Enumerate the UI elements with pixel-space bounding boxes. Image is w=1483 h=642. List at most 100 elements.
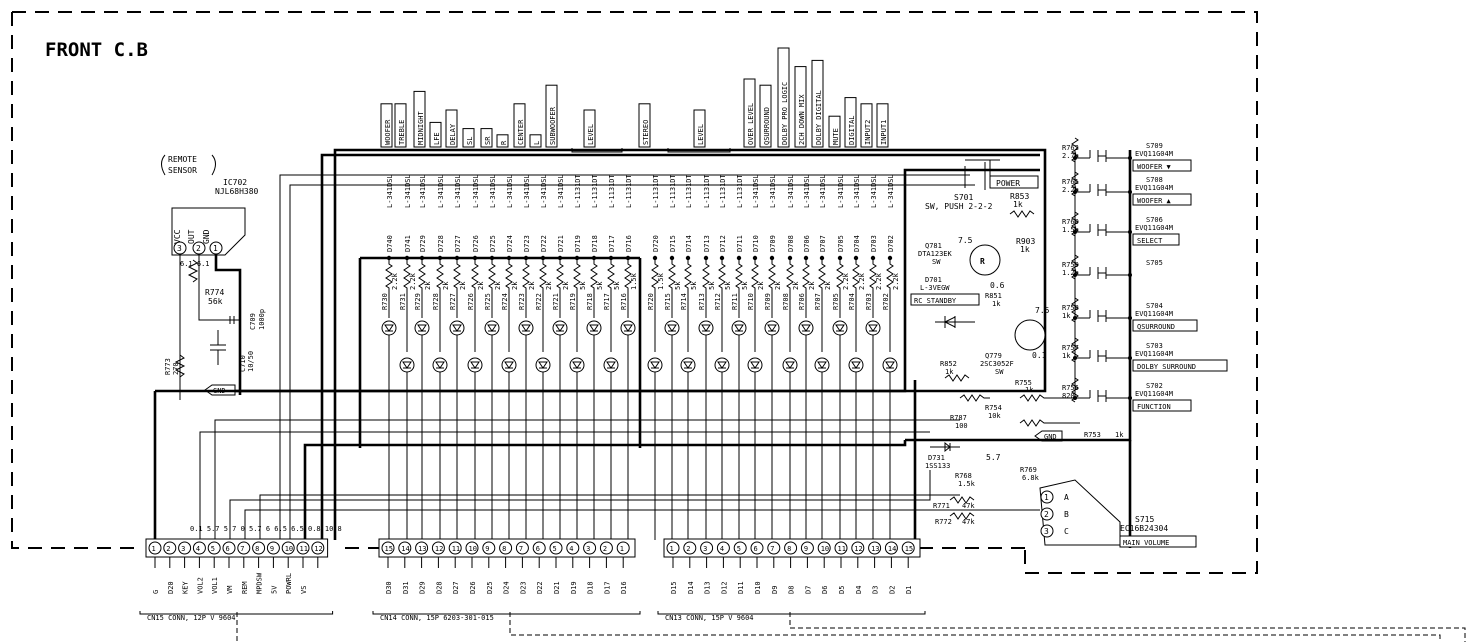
svg-text:L-341DSL: L-341DSL xyxy=(386,174,394,208)
svg-text:2k: 2k xyxy=(528,281,536,290)
svg-text:CENTER: CENTER xyxy=(517,119,525,145)
svg-text:D23: D23 xyxy=(519,581,527,594)
svg-text:EC16B24304: EC16B24304 xyxy=(1120,524,1168,533)
svg-text:IC702: IC702 xyxy=(223,178,247,187)
svg-text:10/50: 10/50 xyxy=(247,351,255,372)
svg-text:3: 3 xyxy=(1044,527,1049,536)
svg-text:GND: GND xyxy=(202,229,211,244)
svg-text:R774: R774 xyxy=(205,288,224,297)
cn15-connector: 1G2D203KEY4VOL25VOL16VM7REM8MPDSW95V10PO… xyxy=(139,538,334,622)
svg-text:D709: D709 xyxy=(769,235,777,252)
svg-text:5V: 5V xyxy=(270,585,278,594)
svg-text:R717: R717 xyxy=(603,293,611,310)
svg-text:D720: D720 xyxy=(652,235,660,252)
svg-text:L-1131DT: L-1131DT xyxy=(685,173,693,208)
svg-text:R771: R771 xyxy=(933,502,950,510)
indicator-label: SUBWOOFER xyxy=(545,84,558,148)
svg-text:8: 8 xyxy=(787,545,791,553)
svg-text:2k: 2k xyxy=(459,281,467,290)
svg-text:R710: R710 xyxy=(747,293,755,310)
svg-text:C: C xyxy=(1064,527,1069,536)
svg-text:D28: D28 xyxy=(435,581,443,594)
svg-text:DOLBY SURROUND: DOLBY SURROUND xyxy=(1137,363,1196,371)
svg-text:DTA123EK: DTA123EK xyxy=(918,250,953,258)
svg-text:1SS133: 1SS133 xyxy=(925,462,950,470)
svg-text:D740: D740 xyxy=(386,235,394,252)
svg-text:VOL1: VOL1 xyxy=(211,577,219,594)
svg-text:5k: 5k xyxy=(613,281,621,290)
svg-text:2: 2 xyxy=(603,545,607,553)
svg-text:L-341DSL: L-341DSL xyxy=(853,174,861,208)
svg-text:2CH DOWN MIX: 2CH DOWN MIX xyxy=(798,94,806,145)
svg-text:WOOFER ▲: WOOFER ▲ xyxy=(1137,197,1172,205)
svg-text:D723: D723 xyxy=(523,235,531,252)
svg-text:R704: R704 xyxy=(848,293,856,310)
svg-text:EVQ11G04M: EVQ11G04M xyxy=(1135,350,1173,358)
svg-text:R769: R769 xyxy=(1020,466,1037,474)
svg-text:10k: 10k xyxy=(988,412,1001,420)
svg-text:1k: 1k xyxy=(1025,386,1034,394)
svg-text:1k: 1k xyxy=(1013,200,1023,209)
indicator-label: QSURROUND xyxy=(759,84,772,148)
svg-text:47k: 47k xyxy=(962,502,975,510)
svg-text:SELECT: SELECT xyxy=(1137,237,1163,245)
svg-text:10: 10 xyxy=(285,545,293,553)
svg-text:D11: D11 xyxy=(737,581,745,594)
svg-text:1: 1 xyxy=(213,244,218,253)
svg-text:1k: 1k xyxy=(1062,352,1071,360)
svg-text:1k: 1k xyxy=(1062,312,1071,320)
svg-text:FUNCTION: FUNCTION xyxy=(1137,403,1171,411)
indicator-label: DOLBY PRO LOGIC xyxy=(777,47,790,148)
svg-text:1.2k: 1.2k xyxy=(1062,269,1080,277)
svg-text:L-1131DT: L-1131DT xyxy=(669,173,677,208)
svg-text:EVQ11G04M: EVQ11G04M xyxy=(1135,310,1173,318)
svg-text:WOOFER: WOOFER xyxy=(384,119,392,145)
svg-text:L-1131DT: L-1131DT xyxy=(574,173,582,208)
svg-text:7.5: 7.5 xyxy=(1035,306,1050,315)
svg-text:L-341DSL: L-341DSL xyxy=(557,174,565,208)
svg-text:1: 1 xyxy=(1044,493,1049,502)
svg-text:SENSOR: SENSOR xyxy=(168,166,197,175)
svg-text:Q779: Q779 xyxy=(985,352,1002,360)
svg-text:D8: D8 xyxy=(788,586,796,594)
svg-text:1k: 1k xyxy=(945,368,954,376)
svg-text:S715: S715 xyxy=(1135,515,1154,524)
svg-text:2k: 2k xyxy=(562,281,570,290)
indicator-label: MUTE xyxy=(828,115,841,148)
svg-text:15: 15 xyxy=(385,545,393,553)
svg-text:SUBWOOFER: SUBWOOFER xyxy=(549,106,557,145)
svg-text:4: 4 xyxy=(569,545,573,553)
svg-text:POWER: POWER xyxy=(996,179,1020,188)
svg-text:D722: D722 xyxy=(540,235,548,252)
svg-text:R714: R714 xyxy=(680,293,688,310)
svg-text:D15: D15 xyxy=(670,581,678,594)
svg-text:D705: D705 xyxy=(837,235,845,252)
svg-text:1k: 1k xyxy=(992,300,1001,308)
svg-text:5: 5 xyxy=(211,545,215,553)
svg-text:R760: R760 xyxy=(1062,218,1079,226)
svg-text:R754: R754 xyxy=(985,404,1002,412)
svg-text:TREBLE: TREBLE xyxy=(398,120,406,145)
svg-text:S702: S702 xyxy=(1146,382,1163,390)
svg-text:D24: D24 xyxy=(503,581,511,594)
svg-text:DELAY: DELAY xyxy=(449,123,457,145)
svg-text:R709: R709 xyxy=(764,293,772,310)
svg-text:R728: R728 xyxy=(432,293,440,310)
svg-text:KEY: KEY xyxy=(182,581,190,594)
svg-text:D716: D716 xyxy=(625,235,633,252)
svg-text:VOL2: VOL2 xyxy=(196,577,204,594)
svg-text:13: 13 xyxy=(418,545,426,553)
svg-text:R703: R703 xyxy=(865,293,873,310)
svg-text:2k: 2k xyxy=(824,281,832,290)
svg-text:D17: D17 xyxy=(603,581,611,594)
svg-text:QSURROUND: QSURROUND xyxy=(1137,323,1175,331)
